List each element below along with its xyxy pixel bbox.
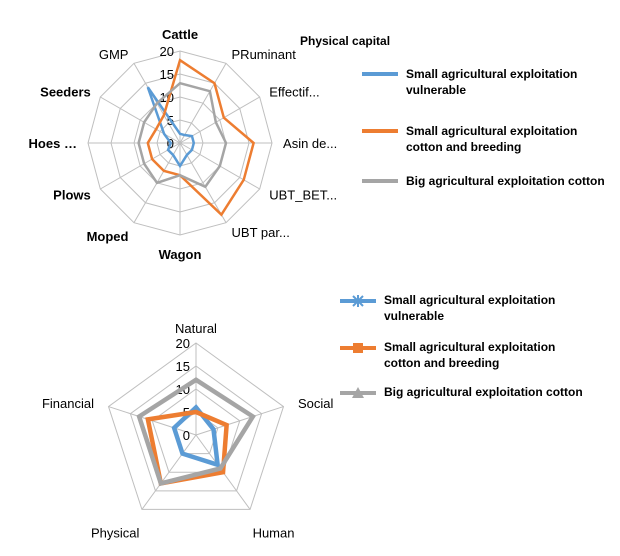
series-line: [136, 377, 256, 487]
axis-label-ubt-bet: UBT_BET...: [269, 188, 337, 203]
axis-label-wagon: Wagon: [159, 247, 202, 262]
legend-label: Big agricultural exploitation cotton: [406, 174, 605, 188]
legend-capitals: Small agricultural exploitation vulnerab…: [340, 292, 590, 422]
series-line: [171, 404, 221, 468]
series-small-agricultural-exploitation-vulnerable: [146, 86, 196, 169]
axis-label-seeders: Seeders: [40, 84, 91, 99]
series-line: [146, 86, 196, 169]
axis-label-pruminant: PRuminant: [232, 47, 297, 62]
axis-label-gmp: GMP: [99, 47, 129, 62]
grid-ring: [107, 342, 285, 510]
axis-label-human: Human: [253, 525, 295, 540]
series-big-agricultural-exploitation-cotton: [136, 377, 256, 487]
legend-label: Small agricultural exploitation cotton a…: [406, 124, 578, 154]
grid-spoke: [179, 63, 227, 144]
tick-label: 15: [176, 359, 190, 374]
axis-label-social: Social: [298, 396, 334, 411]
grid-spoke: [179, 96, 260, 144]
grid-spoke: [179, 142, 227, 223]
legend-label: Big agricultural exploitation cotton: [384, 385, 583, 399]
series-small-agricultural-exploitation-cotton-and-breeding: [146, 58, 256, 217]
legend-swatch: [340, 387, 376, 398]
legend-label: Small agricultural exploitation vulnerab…: [384, 293, 556, 323]
grid-spoke: [100, 142, 181, 190]
radar-grid: [87, 50, 273, 236]
radar-chart-capitals: 05101520NaturalSocialHumanPhysicalFinanc…: [42, 321, 334, 540]
series-line: [137, 81, 228, 189]
series-line: [146, 58, 256, 217]
axis-label-effectif: Effectif...: [269, 84, 319, 99]
series-big-agricultural-exploitation-cotton: [137, 81, 228, 189]
axis-label-natural: Natural: [175, 321, 217, 336]
axis-label-physical: Physical: [91, 525, 140, 540]
legend-label: Small agricultural exploitation cotton a…: [384, 340, 556, 370]
legend-physical-capital: Small agricultural exploitation vulnerab…: [362, 66, 612, 216]
axis-label-cattle: Cattle: [162, 27, 198, 42]
axis-label-asin-de: Asin de...: [283, 136, 337, 151]
axis-label-ubt-par: UBT par...: [232, 225, 290, 240]
radar-grid: [107, 342, 285, 510]
legend-swatch: [362, 129, 398, 133]
chart-title: Physical capital: [300, 34, 391, 48]
grid-spoke: [141, 434, 197, 510]
axis-label-hoes: Hoes …: [29, 136, 77, 151]
grid-ring: [129, 365, 263, 492]
legend-swatch: [340, 343, 376, 353]
axis-label-plows: Plows: [53, 188, 91, 203]
axis-label-financial: Financial: [42, 396, 94, 411]
legend-swatch: [362, 72, 398, 76]
axis-label-moped: Moped: [87, 229, 129, 244]
tick-label: 15: [160, 67, 174, 82]
legend-swatch: [362, 179, 398, 183]
legend-label: Small agricultural exploitation vulnerab…: [406, 67, 578, 97]
tick-label: 0: [183, 428, 190, 443]
tick-label: 20: [160, 44, 174, 59]
tick-label: 20: [176, 336, 190, 351]
grid-spoke: [195, 406, 284, 436]
series-small-agricultural-exploitation-vulnerable: [171, 404, 221, 468]
legend-swatch: [340, 295, 376, 307]
